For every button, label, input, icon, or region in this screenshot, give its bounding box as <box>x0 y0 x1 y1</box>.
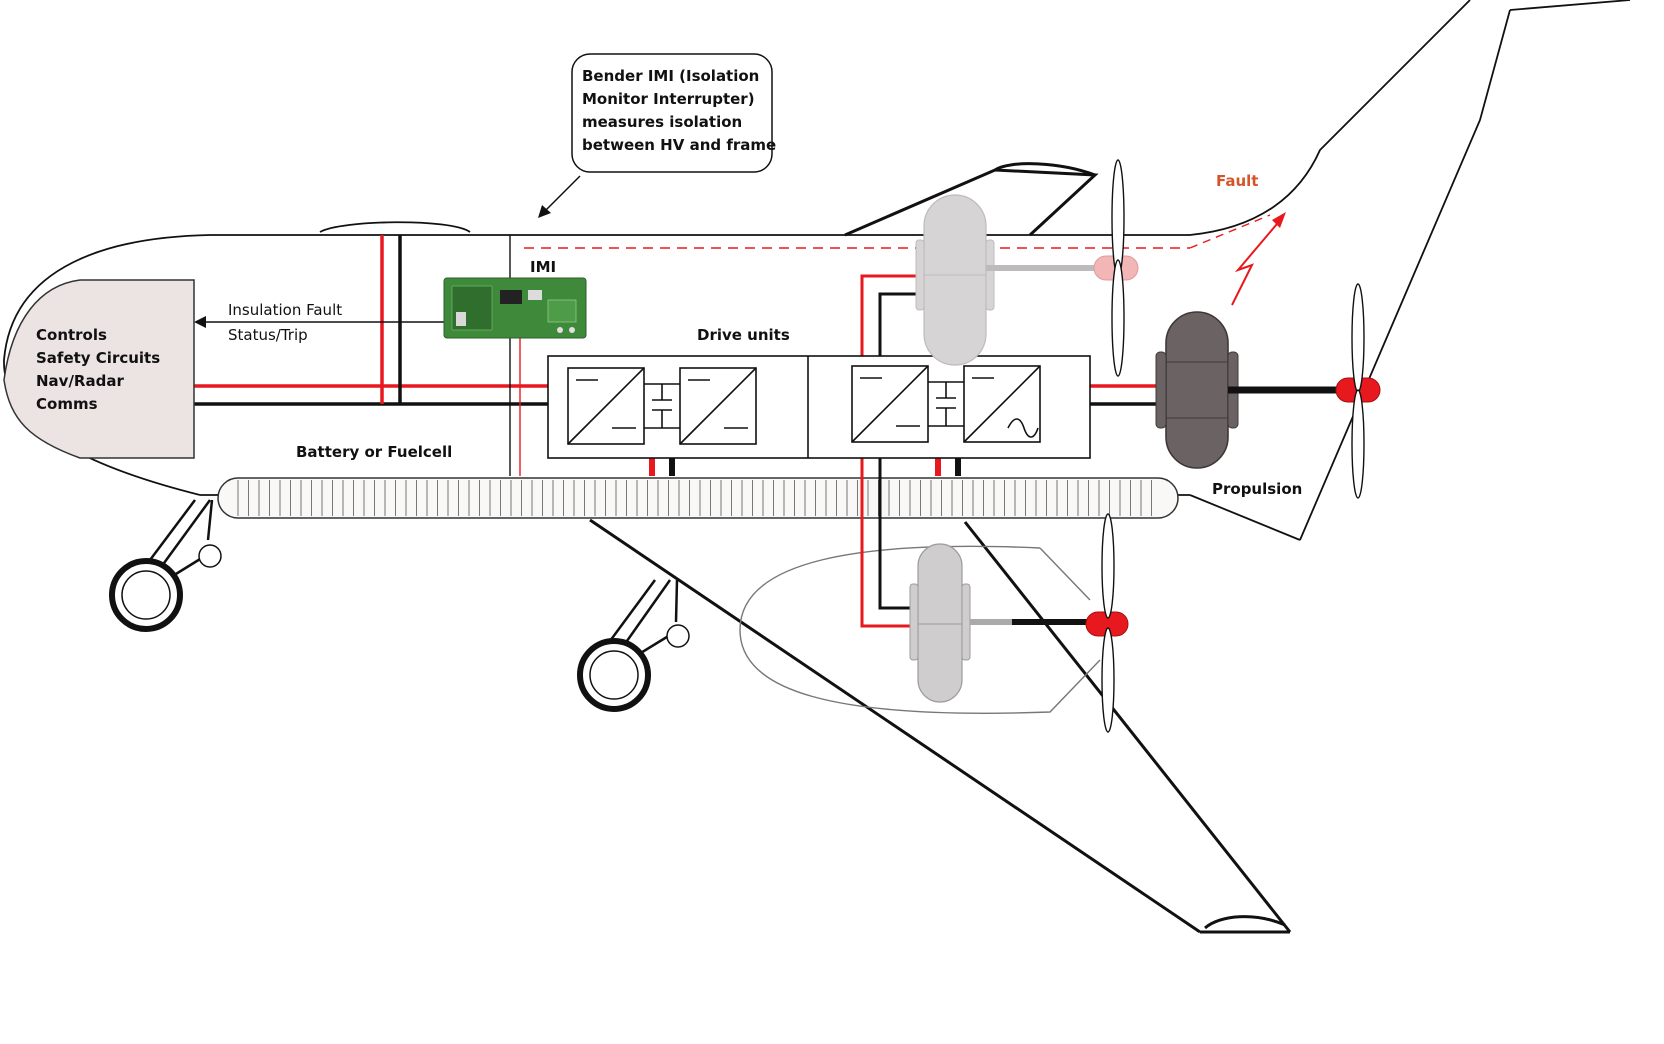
insulation-fault-arrow: Insulation Fault Status/Trip <box>194 301 444 344</box>
controls-box-shape <box>3 279 195 459</box>
airframe-outline <box>3 0 1631 541</box>
drive-units: Drive units <box>547 326 1091 459</box>
dcdc-converter-2 <box>679 367 757 445</box>
main-wing <box>589 518 1292 934</box>
callout-line-2: Monitor Interrupter) <box>582 90 755 108</box>
insulation-fault-label-1: Insulation Fault <box>228 301 342 319</box>
dcac-inverter <box>963 365 1041 443</box>
lower-propeller <box>1101 513 1115 733</box>
controls-box: Controls Safety Circuits Nav/Radar Comms <box>3 279 195 459</box>
imi-callout: Bender IMI (Isolation Monitor Interrupte… <box>538 53 776 218</box>
capacitor-icon-2 <box>928 381 964 427</box>
drive-units-label: Drive units <box>697 326 790 344</box>
fault-path: Fault <box>524 172 1286 306</box>
lightning-bolt-icon <box>1231 217 1283 306</box>
controls-text-4: Comms <box>36 395 98 413</box>
horizontal-stabilizer <box>844 168 1099 237</box>
battery-label: Battery or Fuelcell <box>296 443 452 461</box>
propulsion-propeller <box>1351 283 1365 499</box>
imi-label: IMI <box>530 258 556 276</box>
upper-motor-ghost <box>915 194 1139 366</box>
imi-board: IMI <box>443 258 587 339</box>
dcdc-converter-3 <box>851 365 929 443</box>
controls-text-3: Nav/Radar <box>36 372 124 390</box>
propulsion-label: Propulsion <box>1212 480 1302 498</box>
capacitor-icon <box>644 383 680 429</box>
hv-wiring <box>194 235 1180 628</box>
controls-text-2: Safety Circuits <box>36 349 160 367</box>
main-landing-gear <box>577 579 690 712</box>
stabilizer-top <box>994 162 1096 177</box>
fault-label: Fault <box>1216 172 1258 190</box>
callout-line-4: between HV and frame <box>582 136 776 154</box>
propulsion-motor: Propulsion <box>1155 311 1381 498</box>
callout-line-1: Bender IMI (Isolation <box>582 67 759 85</box>
imi-wires <box>509 235 521 476</box>
controls-text-1: Controls <box>36 326 107 344</box>
lower-nacelle-outline <box>739 545 1101 714</box>
upper-propeller <box>1111 159 1125 377</box>
battery-pack <box>217 477 1179 519</box>
lower-motor <box>909 543 1129 703</box>
insulation-fault-label-2: Status/Trip <box>228 326 308 344</box>
dcdc-converter-1 <box>567 367 645 445</box>
callout-line-3: measures isolation <box>582 113 742 131</box>
nose-landing-gear <box>109 499 222 632</box>
